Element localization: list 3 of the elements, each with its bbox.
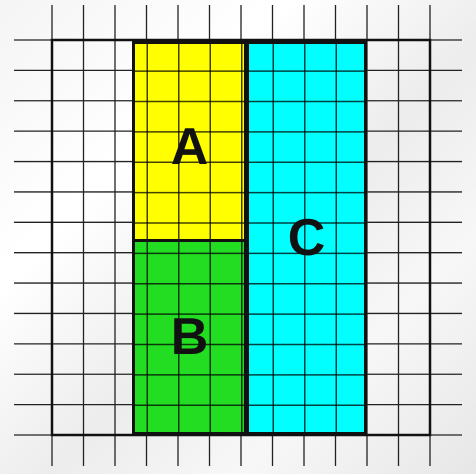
colored-rectangle [132,239,247,435]
colored-rectangle [246,41,367,435]
colored-rectangle [132,41,247,242]
